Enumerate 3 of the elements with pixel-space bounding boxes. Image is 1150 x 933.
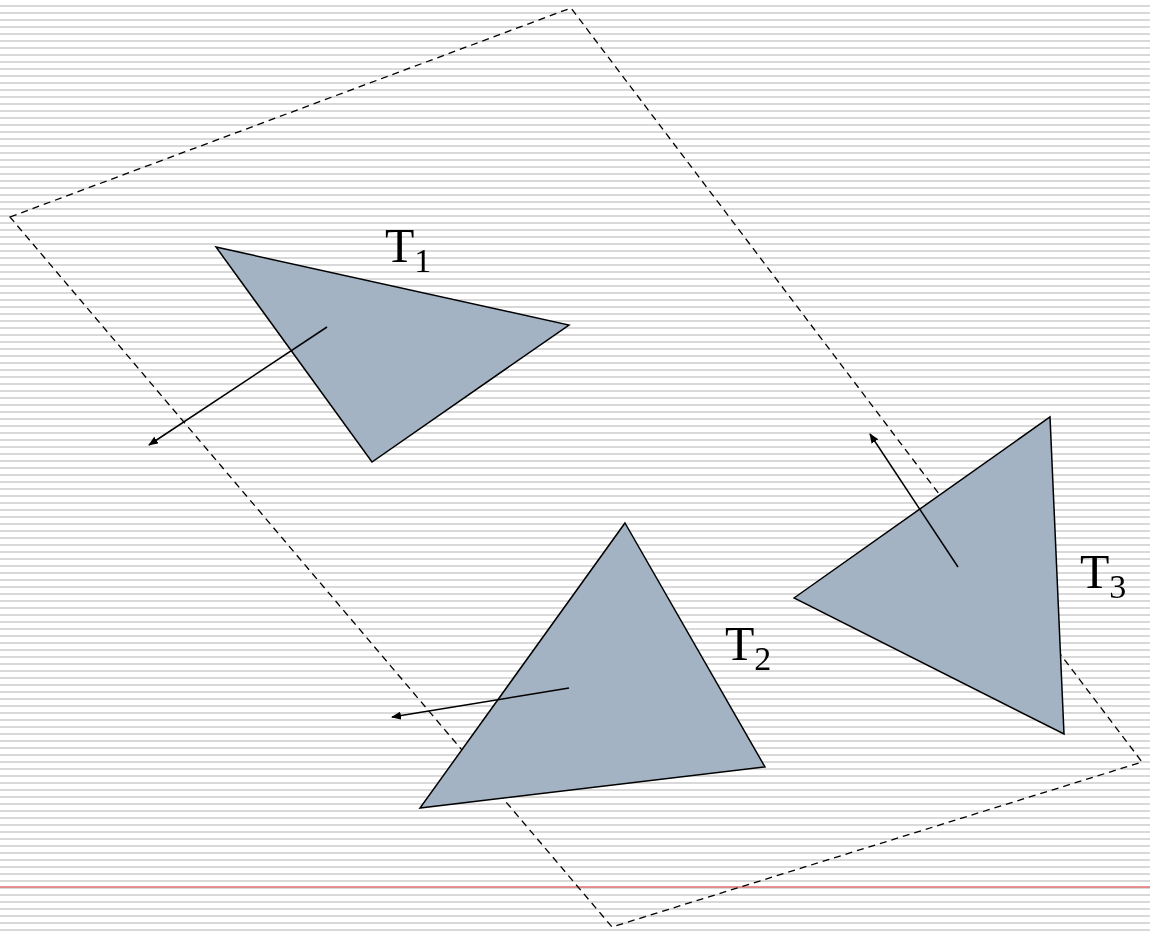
triangle-label: T$_{2}$ <box>725 620 772 668</box>
triangle-label: T$_{1}$ <box>385 222 432 270</box>
triangle-label: T$_{3}$ <box>1080 548 1127 596</box>
